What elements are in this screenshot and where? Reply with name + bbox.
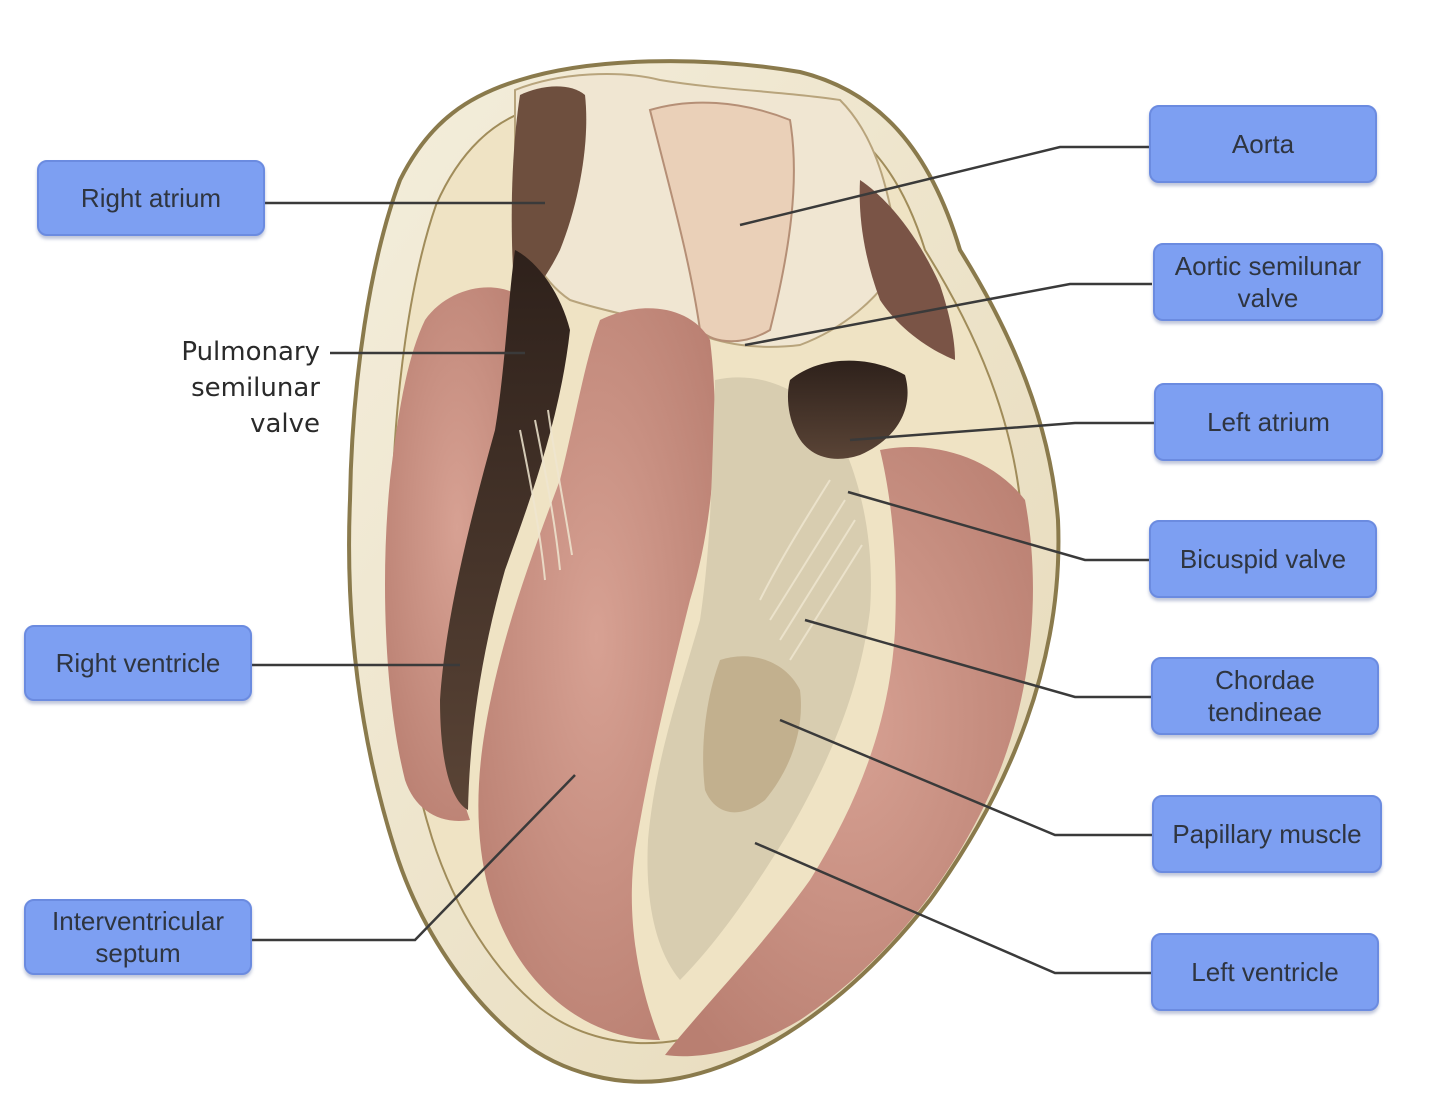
leader-aortic-valve [744,282,1152,347]
leader-interventricular-septum [252,774,576,942]
left-upper-dark-tissue [859,180,955,360]
label-left-ventricle[interactable]: Left ventricle [1151,933,1379,1011]
label-right-ventricle[interactable]: Right ventricle [24,625,252,701]
label-left-atrium-text: Left atrium [1207,407,1330,437]
label-left-ventricle-text: Left ventricle [1191,957,1339,987]
label-aorta[interactable]: Aorta [1149,105,1377,183]
leader-left-ventricle [754,841,1152,975]
label-aorta-text: Aorta [1231,129,1295,159]
label-aortic-semilunar-valve[interactable]: Aortic semilunar valve [1153,243,1383,321]
label-chordae-tendineae[interactable]: Chordae tendineae [1151,657,1379,735]
interventricular-septum-muscle [478,308,715,1040]
label-papillary-muscle[interactable]: Papillary muscle [1152,795,1382,873]
label-right-atrium[interactable]: Right atrium [37,160,265,236]
label-papillary-muscle-text: Papillary muscle [1172,819,1362,849]
label-pulmonary-semilunar-valve: Pulmonary semilunar valve [181,337,320,439]
leader-chordae-tendineae [804,618,1152,699]
papillary-muscle-tissue [703,656,801,813]
label-right-ventricle-text: Right ventricle [55,648,221,678]
right-ventricle-wall [385,287,530,821]
right-atrium-tissue [511,86,587,300]
label-chordae-tendineae-text: Chordae tendineae [1207,665,1323,727]
aorta-trunk [648,101,795,343]
label-interventricular-septum-text: Interventricular septum [52,906,224,968]
chordae-strands [519,409,863,661]
leader-papillary-muscle [779,718,1152,837]
left-ventricle-wall [665,447,1033,1057]
label-right-atrium-text: Right atrium [80,183,222,213]
leader-bicuspid-valve [847,490,1150,562]
right-ventricle-chamber [440,250,570,810]
label-bicuspid-valve[interactable]: Bicuspid valve [1149,520,1377,598]
label-aortic-semilunar-valve-text: Aortic semilunar valve [1174,251,1362,313]
label-left-atrium[interactable]: Left atrium [1154,383,1383,461]
left-atrium-chamber [787,360,908,459]
leader-left-atrium [849,421,1155,442]
label-interventricular-septum[interactable]: Interventricular septum [24,899,252,975]
leader-lines [252,145,1155,975]
label-bicuspid-valve-text: Bicuspid valve [1179,544,1347,574]
leader-aorta [739,145,1150,227]
